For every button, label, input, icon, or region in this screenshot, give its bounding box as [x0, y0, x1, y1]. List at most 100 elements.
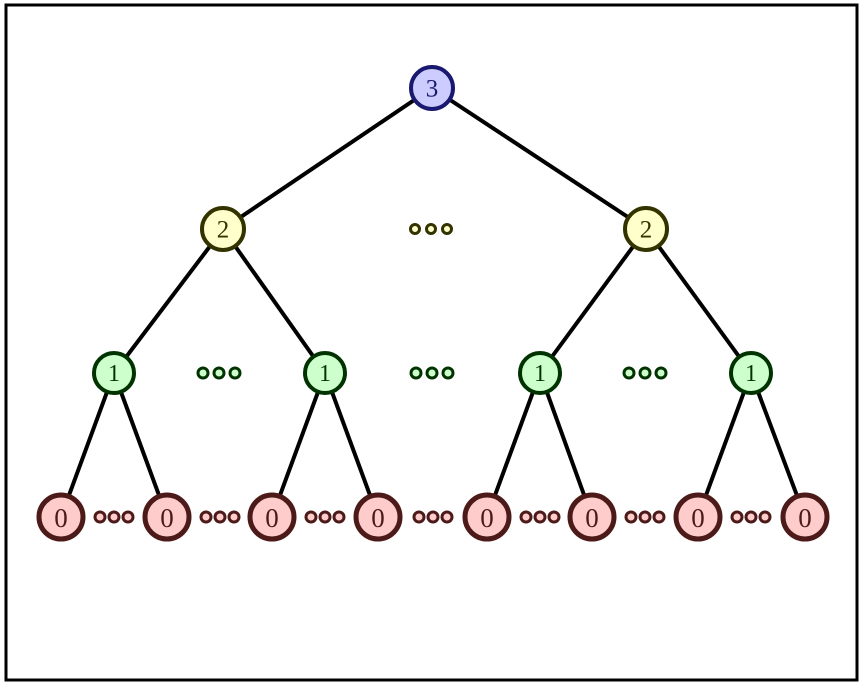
edge-root-to-l2-left	[221, 86, 434, 231]
edge-l1-4-to-leaf-7	[696, 372, 753, 518]
node-l1-4[interactable]: 1	[729, 351, 773, 395]
edge-l1-2-to-leaf-3	[270, 372, 327, 518]
node-root-3[interactable]: 3	[409, 65, 455, 111]
ellipsis-leaf-d-dot-2	[426, 510, 440, 524]
ellipsis-leaf-a-dot-1	[93, 510, 107, 524]
ellipsis-leaf-a-dot-2	[107, 510, 121, 524]
node-l2-left[interactable]: 2	[200, 206, 246, 252]
edge-l1-4-to-leaf-8	[749, 372, 807, 518]
node-leaf-5-circle[interactable]	[462, 492, 512, 542]
node-leaf-5-label: 0	[480, 503, 494, 533]
ellipsis-leaf-d-dot-3	[440, 510, 454, 524]
ellipsis-level1-c-dot-2	[638, 366, 652, 380]
ellipsis-leaf-d	[412, 510, 454, 524]
node-leaf-8[interactable]: 0	[780, 492, 830, 542]
ellipsis-level1-c-dot-3	[654, 366, 668, 380]
figure-border	[4, 3, 859, 682]
ellipsis-level1-c	[622, 366, 668, 380]
node-l1-2-circle[interactable]	[303, 351, 347, 395]
node-l1-1[interactable]: 1	[92, 351, 136, 395]
edge-root-to-l2-right	[430, 86, 648, 231]
ellipsis-leaf-b	[199, 510, 241, 524]
node-leaf-6-label: 0	[585, 503, 599, 533]
ellipsis-level2-center-dot-3	[441, 223, 453, 235]
edge-l2right-to-l1-3	[538, 227, 648, 375]
node-l1-3-label: 1	[534, 361, 546, 387]
node-leaf-4-circle[interactable]	[353, 492, 403, 542]
node-leaf-3-circle[interactable]	[247, 492, 297, 542]
node-leaf-7[interactable]: 0	[673, 492, 723, 542]
ellipsis-leaf-f-dot-1	[624, 510, 638, 524]
node-l1-3-circle[interactable]	[518, 351, 562, 395]
node-leaf-2[interactable]: 0	[142, 492, 192, 542]
node-leaf-7-circle[interactable]	[673, 492, 723, 542]
ellipsis-leaf-g-dot-1	[730, 510, 744, 524]
node-leaf-6[interactable]: 0	[567, 492, 617, 542]
tree-nodes: 3 2 2 1 1 1 1 0 0 0 0 0 0 0 0	[36, 65, 830, 542]
ellipsis-leaf-b-dot-3	[227, 510, 241, 524]
node-l1-2[interactable]: 1	[303, 351, 347, 395]
node-l2-left-label: 2	[217, 217, 230, 244]
ellipsis-leaf-e-dot-3	[547, 510, 561, 524]
node-leaf-4-label: 0	[371, 503, 385, 533]
ellipsis-leaf-e	[519, 510, 561, 524]
ellipsis-level1-c-dot-1	[622, 366, 636, 380]
ellipsis-leaf-c-dot-3	[332, 510, 346, 524]
edge-l1-3-to-leaf-6	[538, 372, 594, 518]
node-leaf-8-circle[interactable]	[780, 492, 830, 542]
ellipsis-leaf-b-dot-2	[213, 510, 227, 524]
ellipsis-leaf-c-dot-1	[304, 510, 318, 524]
ellipsis-leaf-c	[304, 510, 346, 524]
node-l1-2-label: 1	[319, 361, 331, 387]
ellipsis-level1-b-dot-1	[409, 366, 423, 380]
node-l1-1-label: 1	[108, 361, 120, 387]
node-l1-4-label: 1	[745, 361, 757, 387]
ellipsis-leaf-d-dot-1	[412, 510, 426, 524]
edge-l1-1-to-leaf-2	[112, 372, 169, 518]
ellipsis-level1-a-dot-1	[196, 366, 210, 380]
node-l2-right-circle[interactable]	[623, 206, 669, 252]
ellipsis-leaf-f-dot-2	[638, 510, 652, 524]
ellipsis-level1-a	[196, 366, 242, 380]
ellipsis-leaf-a-dot-3	[121, 510, 135, 524]
ellipsis-leaf-b-dot-1	[199, 510, 213, 524]
ellipsis-leaf-g	[730, 510, 772, 524]
node-leaf-4[interactable]: 0	[353, 492, 403, 542]
node-l1-4-circle[interactable]	[729, 351, 773, 395]
node-l2-right[interactable]: 2	[623, 206, 669, 252]
node-leaf-3-label: 0	[265, 503, 279, 533]
node-leaf-3[interactable]: 0	[247, 492, 297, 542]
tree-ellipsis-markers	[93, 223, 772, 524]
ellipsis-level2-center	[409, 223, 453, 235]
ellipsis-leaf-e-dot-1	[519, 510, 533, 524]
ellipsis-level1-a-dot-3	[228, 366, 242, 380]
ellipsis-leaf-e-dot-2	[533, 510, 547, 524]
ellipsis-leaf-g-dot-2	[744, 510, 758, 524]
ellipsis-leaf-f-dot-3	[652, 510, 666, 524]
node-leaf-1-circle[interactable]	[36, 492, 86, 542]
node-root-3-circle[interactable]	[409, 65, 455, 111]
ellipsis-level2-center-dot-2	[425, 223, 437, 235]
ellipsis-leaf-g-dot-3	[758, 510, 772, 524]
edge-l1-2-to-leaf-4	[323, 372, 380, 518]
node-leaf-1[interactable]: 0	[36, 492, 86, 542]
node-leaf-6-circle[interactable]	[567, 492, 617, 542]
node-l1-1-circle[interactable]	[92, 351, 136, 395]
node-l1-3[interactable]: 1	[518, 351, 562, 395]
node-l2-left-circle[interactable]	[200, 206, 246, 252]
ellipsis-level1-b	[409, 366, 455, 380]
node-leaf-7-label: 0	[691, 503, 705, 533]
ellipsis-level1-b-dot-3	[441, 366, 455, 380]
node-leaf-2-label: 0	[160, 503, 174, 533]
ellipsis-level2-center-dot-1	[409, 223, 421, 235]
node-l2-right-label: 2	[640, 217, 653, 244]
tree-edges	[59, 86, 807, 518]
node-leaf-8-label: 0	[798, 503, 812, 533]
ellipsis-level1-b-dot-2	[425, 366, 439, 380]
ellipsis-leaf-a	[93, 510, 135, 524]
edge-l1-1-to-leaf-1	[59, 372, 116, 518]
node-leaf-5[interactable]: 0	[462, 492, 512, 542]
node-leaf-2-circle[interactable]	[142, 492, 192, 542]
